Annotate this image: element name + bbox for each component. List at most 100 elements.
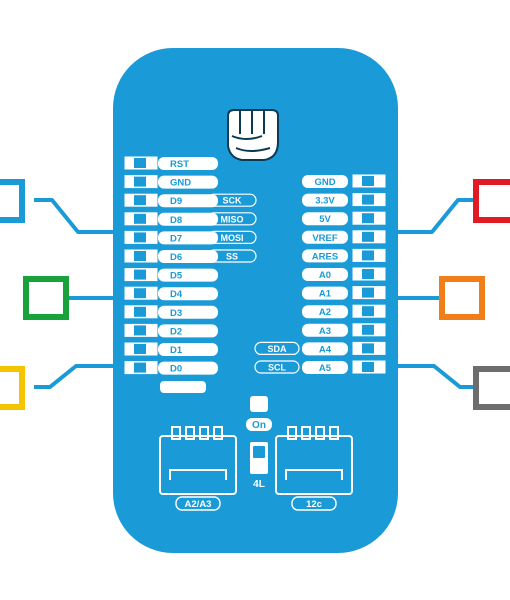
right-module-1 <box>439 276 485 320</box>
right-pin-33v-label: 3.3V <box>315 196 335 207</box>
left-pin-d9-alt-label: SCK <box>222 196 242 206</box>
left-pin-d6-label: D6 <box>170 252 182 263</box>
external-modules <box>0 179 510 410</box>
right-pin-33v-pin-hole <box>362 194 374 205</box>
right-pin-5v-pin-hole <box>362 213 374 224</box>
right-pin-vref-label: VREF <box>312 233 338 244</box>
right-pin-a0-label-pill <box>302 268 348 281</box>
a2-a3-connector: A2/A3 <box>159 426 237 511</box>
right-pin-a3-label-pill <box>302 323 348 337</box>
board-body <box>113 48 398 553</box>
i2c-connector-pin-2 <box>315 426 325 440</box>
left-pin-d0-label-pill <box>158 361 218 375</box>
i2c-connector-pin-3 <box>329 426 339 440</box>
left-pin-d3-pin-hole <box>134 306 146 317</box>
right-pin-a5-label-pill <box>302 361 348 374</box>
right-pin-a4-label: A4 <box>319 344 332 355</box>
switch-on-pill <box>246 418 272 431</box>
right-pin-a4-alt-pill <box>254 341 300 355</box>
fist-icon <box>227 109 279 161</box>
switch-button[interactable] <box>250 396 268 412</box>
connection-wires <box>34 198 476 389</box>
left-pin-rst-label-pill <box>158 157 218 170</box>
left-module-1 <box>23 276 69 320</box>
left-pin-d2-label: D2 <box>170 326 182 337</box>
right-pin-gnd-label: GND <box>314 177 335 188</box>
wire-2 <box>34 364 114 389</box>
left-pin-d8-label-pill <box>158 212 218 226</box>
left-pin-d0-label: D0 <box>170 364 182 375</box>
left-pin-rst-pin-hole <box>134 158 146 168</box>
left-pin-d1-label: D1 <box>170 345 183 356</box>
left-pin-d6-label-pill <box>158 250 218 263</box>
left-pin-d7-pin-hole <box>134 232 146 243</box>
left-pin-d0-pin-hole <box>134 362 146 373</box>
left-pin-d5-label-pill <box>158 268 218 282</box>
i2c-connector-body <box>275 435 353 495</box>
a2-a3-connector-pin-2 <box>199 426 209 440</box>
right-module-0 <box>473 179 510 223</box>
left-pin-d6-pin-hole <box>134 251 146 261</box>
right-pin-a4-pin-hole <box>362 343 374 354</box>
right-pin-a1-label-pill <box>302 286 348 300</box>
left-pin-d7-label-pill <box>158 231 218 245</box>
left-pin-gnd-pin-hole <box>134 176 146 187</box>
right-pin-a2-label-pill <box>302 305 348 319</box>
i2c-connector-pin-0 <box>287 426 297 440</box>
left-pin-d9-pin-hole <box>134 195 146 206</box>
a2-a3-connector-body <box>159 435 237 495</box>
switch-mode-label: 4L <box>253 479 265 490</box>
left-pin-d3-label: D3 <box>170 308 182 319</box>
left-pin-d2-label-pill <box>158 324 218 338</box>
right-pin-a4-alt-label: SDA <box>267 344 287 354</box>
i2c-connector-latch <box>285 469 343 480</box>
switch-knob[interactable] <box>253 446 265 458</box>
right-pin-ares-label: ARES <box>312 251 338 262</box>
right-pin-5v-label: 5V <box>319 214 331 225</box>
left-pin-d6-alt-label: SS <box>226 252 238 262</box>
left-pin-d3-label-pill <box>158 305 218 319</box>
a2-a3-connector-pin-0 <box>171 426 181 440</box>
left-pin-d8-pin-hole <box>134 213 146 224</box>
left-pin-d4-pin-hole <box>134 288 146 299</box>
left-pin-d7-alt-label: MOSI <box>220 233 243 243</box>
left-pin-d6-alt-pill <box>207 249 257 263</box>
right-pin-a3-label: A3 <box>319 326 331 337</box>
right-pin-a3-pin-hole <box>362 324 374 335</box>
right-pin-a1-pin-hole <box>362 287 374 298</box>
left-pin-d8-alt-pill <box>207 212 257 226</box>
i2c-connector: 12c <box>275 426 353 511</box>
wire-5 <box>397 364 476 389</box>
a2-a3-connector-latch <box>169 469 227 480</box>
right-pin-33v-label-pill <box>302 193 348 207</box>
switch-on-label: On <box>252 420 266 431</box>
left-pin-d9-label: D9 <box>170 196 182 207</box>
left-module-2 <box>0 366 25 410</box>
right-pin-vref-pin-hole <box>362 231 374 242</box>
left-pin-d4-label: D4 <box>170 289 183 300</box>
right-pin-a0-label: A0 <box>319 270 331 281</box>
i2c-connector-pin-1 <box>301 426 311 440</box>
right-pin-ares-pin-hole <box>362 250 374 261</box>
a2-a3-connector-label: A2/A3 <box>185 499 212 510</box>
left-pin-d1-label-pill <box>158 343 218 356</box>
right-pin-a1-label: A1 <box>319 289 332 300</box>
a2-a3-connector-pin-1 <box>185 426 195 440</box>
power-switch[interactable]: On 4L <box>246 396 272 490</box>
left-pin-gnd-label-pill <box>158 175 218 189</box>
right-pin-gnd-label-pill <box>302 175 348 188</box>
wire-0 <box>34 198 114 234</box>
i2c-connector-label: 12c <box>306 499 322 510</box>
right-pin-a5-pin-hole <box>362 362 374 372</box>
right-pin-a4-label-pill <box>302 342 348 356</box>
right-pin-vref-label-pill <box>302 230 348 244</box>
right-pin-a5-alt-pill <box>254 360 300 374</box>
a2-a3-connector-label-pill <box>175 496 221 511</box>
left-pin-d2-pin-hole <box>134 325 146 336</box>
left-pin-d7-label: D7 <box>170 233 182 244</box>
left-pin-d8-label: D8 <box>170 215 182 226</box>
right-module-2 <box>473 366 510 410</box>
right-pin-a2-label: A2 <box>319 307 331 318</box>
